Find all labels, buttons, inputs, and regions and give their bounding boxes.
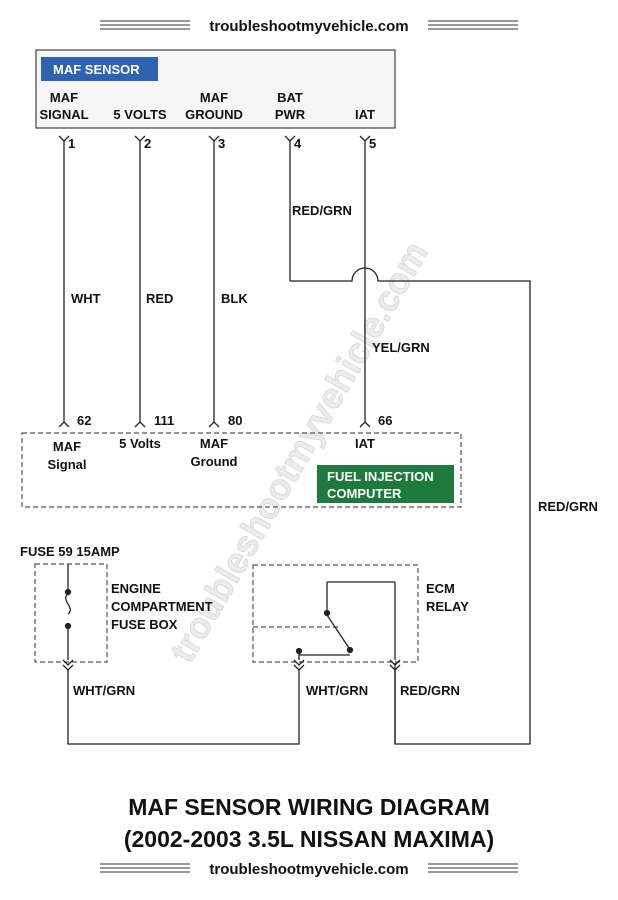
- wire-4: [289, 141, 531, 745]
- maf-pin-5-label: IAT: [355, 107, 375, 122]
- ecm-badge-line1: FUEL INJECTION: [327, 469, 434, 484]
- maf-sensor-badge: [41, 57, 158, 81]
- maf-pin-1-label-top: MAF: [50, 90, 78, 105]
- maf-pin-1-label-bottom: SIGNAL: [39, 107, 88, 122]
- wire-2-color: RED: [146, 291, 173, 306]
- ecm-pin-66-label: IAT: [355, 436, 375, 451]
- wire-bat-right-color: RED/GRN: [538, 499, 598, 514]
- footer-rule-left: [100, 863, 190, 873]
- diagram-title-line-2: (2002-2003 3.5L NISSAN MAXIMA): [124, 826, 494, 852]
- ecm-pin-62-number: 62: [77, 413, 91, 428]
- maf-pin-3-number: 3: [218, 136, 225, 151]
- maf-pin-5-number: 5: [369, 136, 376, 151]
- footer-rule-right: [428, 863, 518, 873]
- ecm-pin-111-number: 111: [154, 413, 174, 428]
- ecm-pin-80-number: 80: [228, 413, 242, 428]
- fuse-symbol: [64, 564, 72, 660]
- ecm-pin-66-number: 66: [378, 413, 392, 428]
- wire-3-color: BLK: [221, 291, 248, 306]
- header-rule-left: [100, 20, 190, 30]
- relay-switch-symbol: [295, 581, 396, 660]
- maf-connector-chevrons: [58, 135, 371, 142]
- ecm-pin-62-label-bottom: Signal: [47, 457, 86, 472]
- maf-pin-3-label-top: MAF: [200, 90, 228, 105]
- maf-pin-4-number: 4: [294, 136, 302, 151]
- ecm-relay-label-2: RELAY: [426, 599, 469, 614]
- ecm-badge-line2: COMPUTER: [327, 486, 402, 501]
- maf-pin-3-label-bottom: GROUND: [185, 107, 243, 122]
- ecm-pin-62-label-top: MAF: [53, 439, 81, 454]
- ecm-pin-80-label-bottom: Ground: [191, 454, 238, 469]
- wire-5-color: YEL/GRN: [372, 340, 430, 355]
- site-footer: troubleshootmyvehicle.com: [209, 861, 408, 878]
- maf-sensor-badge-label: MAF SENSOR: [53, 62, 140, 77]
- ecm-pin-80-label-top: MAF: [200, 436, 228, 451]
- ecm-relay-box: [252, 564, 419, 663]
- wire-wht-grn-loop: [67, 670, 300, 745]
- fuse-box-outline: [34, 563, 108, 663]
- ecm-relay-label-1: ECM: [426, 581, 455, 596]
- ecm-pin-111-label: 5 Volts: [119, 436, 161, 451]
- lower-connector-chevrons: [62, 659, 401, 671]
- site-header: troubleshootmyvehicle.com: [209, 18, 408, 35]
- fuse-title: FUSE 59 15AMP: [20, 544, 120, 559]
- header-rule-right: [428, 20, 518, 30]
- wire-4-color: RED/GRN: [292, 203, 352, 218]
- diagram-title-line-1: MAF SENSOR WIRING DIAGRAM: [128, 794, 490, 820]
- ecm-connector-chevrons: [58, 421, 371, 428]
- maf-pin-4-label-top: BAT: [277, 90, 303, 105]
- ecm-badge: [317, 465, 454, 503]
- bottom-wire-right-color: RED/GRN: [400, 683, 460, 698]
- ecm-box: [21, 432, 462, 508]
- wire-1-color: WHT: [71, 291, 101, 306]
- maf-pin-1-number: 1: [68, 136, 75, 151]
- bottom-wire-left-color: WHT/GRN: [73, 683, 135, 698]
- fuse-box-label-1: ENGINE: [111, 581, 161, 596]
- bottom-wire-mid-color: WHT/GRN: [306, 683, 368, 698]
- fuse-box-label-2: COMPARTMENT: [111, 599, 213, 614]
- fuse-box-label-3: FUSE BOX: [111, 617, 178, 632]
- maf-pin-4-label-bottom: PWR: [275, 107, 306, 122]
- maf-pin-2-number: 2: [144, 136, 151, 151]
- maf-pin-2-label: 5 VOLTS: [113, 107, 167, 122]
